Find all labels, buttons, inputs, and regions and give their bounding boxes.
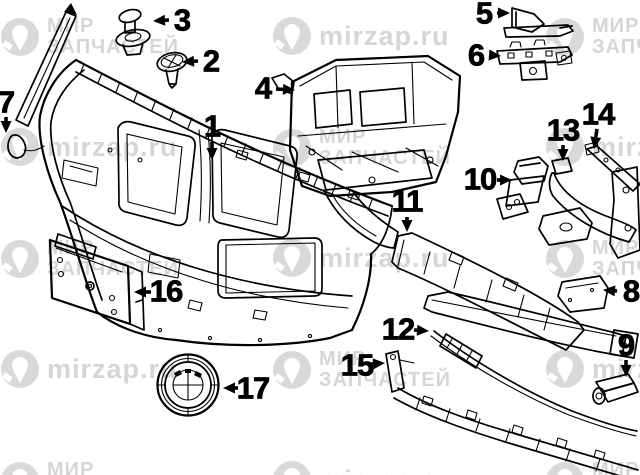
callout-number-4: 4 xyxy=(254,70,272,106)
callout-number-14: 14 xyxy=(581,96,615,132)
bracket-5-drawing xyxy=(503,7,574,38)
mirzap-logo-icon xyxy=(546,240,584,278)
watermark-mirzap-url: mirzap.ru xyxy=(272,16,450,56)
watermark-url-label: mirzap.ru xyxy=(319,242,450,273)
bracket-6-drawing xyxy=(496,39,573,81)
mirzap-logo-icon xyxy=(273,351,311,389)
headlight-washer-cover-drawing xyxy=(7,134,45,159)
callout-number-6: 6 xyxy=(467,37,485,73)
mirzap-logo-icon xyxy=(273,129,311,167)
callout-number-15: 15 xyxy=(340,347,374,383)
bracket-13-drawing xyxy=(538,157,640,259)
watermark-url-label: mirzap.ru xyxy=(47,353,178,384)
callout-number-1: 1 xyxy=(203,108,221,144)
bracket-10-drawing xyxy=(496,156,549,220)
callout-number-16: 16 xyxy=(149,273,183,309)
mirzap-logo-icon xyxy=(546,350,584,388)
callout-number-3: 3 xyxy=(173,2,191,38)
callout-number-17: 17 xyxy=(236,370,270,406)
watermark-url-label: mirzap.ru xyxy=(592,131,640,162)
watermark-mirzap-url: mirzap.ru xyxy=(545,127,640,167)
watermark-url-label: mirzap.ru xyxy=(319,20,450,51)
license-plate-base-drawing xyxy=(48,233,145,331)
callout-number-11: 11 xyxy=(391,183,424,219)
mirzap-logo-icon xyxy=(1,350,39,388)
bumper-top-strip-drawing xyxy=(15,3,77,127)
callout-number-7: 7 xyxy=(0,84,16,120)
mirzap-logo-icon xyxy=(546,462,584,475)
lower-strip-drawing xyxy=(385,350,639,475)
mirzap-logo-icon xyxy=(546,18,584,56)
mirzap-logo-icon xyxy=(1,462,39,475)
mirzap-logo-icon xyxy=(273,17,311,55)
side-absorber-drawing xyxy=(592,373,639,405)
callout-number-9: 9 xyxy=(617,327,635,363)
mirzap-logo-icon xyxy=(1,240,39,278)
mirzap-logo-icon xyxy=(273,239,311,277)
watermark-url-label: mirzap.ru xyxy=(319,465,450,475)
watermark-mirzap-url: mirzap.ru xyxy=(545,349,640,389)
carrier-panel-drawing xyxy=(271,54,462,249)
mirzap-logo-icon xyxy=(546,128,584,166)
watermark-mirzap-url: mirzap.ru xyxy=(272,238,450,278)
callout-number-10: 10 xyxy=(463,161,497,197)
impact-absorber-drawing xyxy=(391,232,585,351)
emblem-drawing xyxy=(156,353,220,417)
mirzap-logo-icon xyxy=(273,461,311,475)
callout-number-12: 12 xyxy=(381,311,415,347)
trim-strip-drawing xyxy=(430,330,638,437)
callout-number-8: 8 xyxy=(622,273,640,309)
bumper-reinforcement-drawing xyxy=(423,275,639,359)
mirzap-logo-icon xyxy=(1,18,39,56)
watermark-mirzap-url: mirzap.ru xyxy=(0,349,178,389)
callout-number-13: 13 xyxy=(546,112,580,148)
mounting-clip-drawing xyxy=(115,8,151,56)
callout-number-5: 5 xyxy=(475,0,493,31)
watermark-mirzap-url: mirzap.ru xyxy=(272,460,450,475)
screw-drawing xyxy=(156,51,188,89)
callout-number-2: 2 xyxy=(202,43,220,79)
watermark-url-label: mirzap.ru xyxy=(47,131,178,162)
